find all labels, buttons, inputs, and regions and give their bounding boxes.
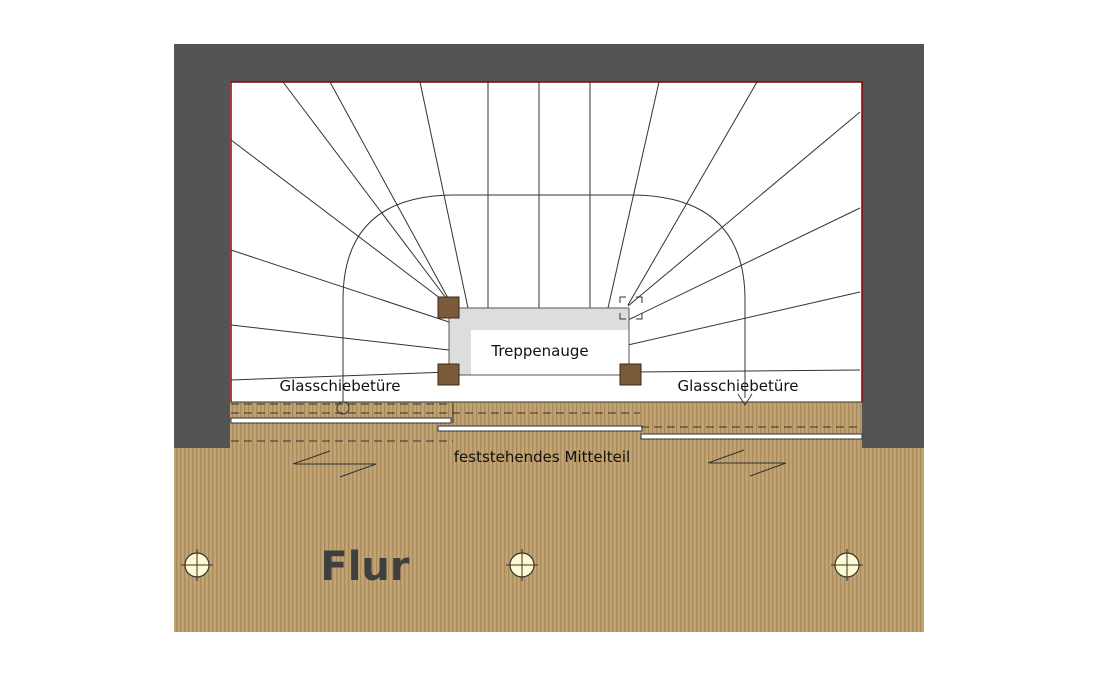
ceiling-lamp-icon <box>181 549 213 581</box>
room-outline <box>230 81 863 402</box>
sliding-arrow-icon <box>292 450 377 478</box>
stairwell-label: Treppenauge <box>490 342 588 360</box>
post-bottom-left <box>437 363 460 386</box>
hallway-floor <box>174 402 924 632</box>
ceiling-lamp-icon <box>831 549 863 581</box>
stairwell-shadow-top <box>449 308 629 330</box>
walking-line <box>342 194 746 402</box>
corner-bracket-icon <box>619 296 643 320</box>
stairwell-shadow-left <box>449 308 471 375</box>
sliding-door-tracks <box>230 401 863 442</box>
hallway-label: Flur <box>320 544 410 590</box>
fixed-middle-label: feststehendes Mittelteil <box>454 448 630 466</box>
post-top-left <box>437 296 460 319</box>
ceiling-lamp-icon <box>506 549 538 581</box>
stairwell-inner <box>471 330 629 375</box>
sliding-arrow-icon <box>707 449 787 477</box>
post-bottom-right <box>619 363 642 386</box>
sliding-door-right-label: Glasschiebetüre <box>678 377 799 395</box>
walking-line-arrow <box>737 393 753 406</box>
sliding-door-left-label: Glasschiebetüre <box>280 377 401 395</box>
stairwell-border <box>448 307 630 376</box>
